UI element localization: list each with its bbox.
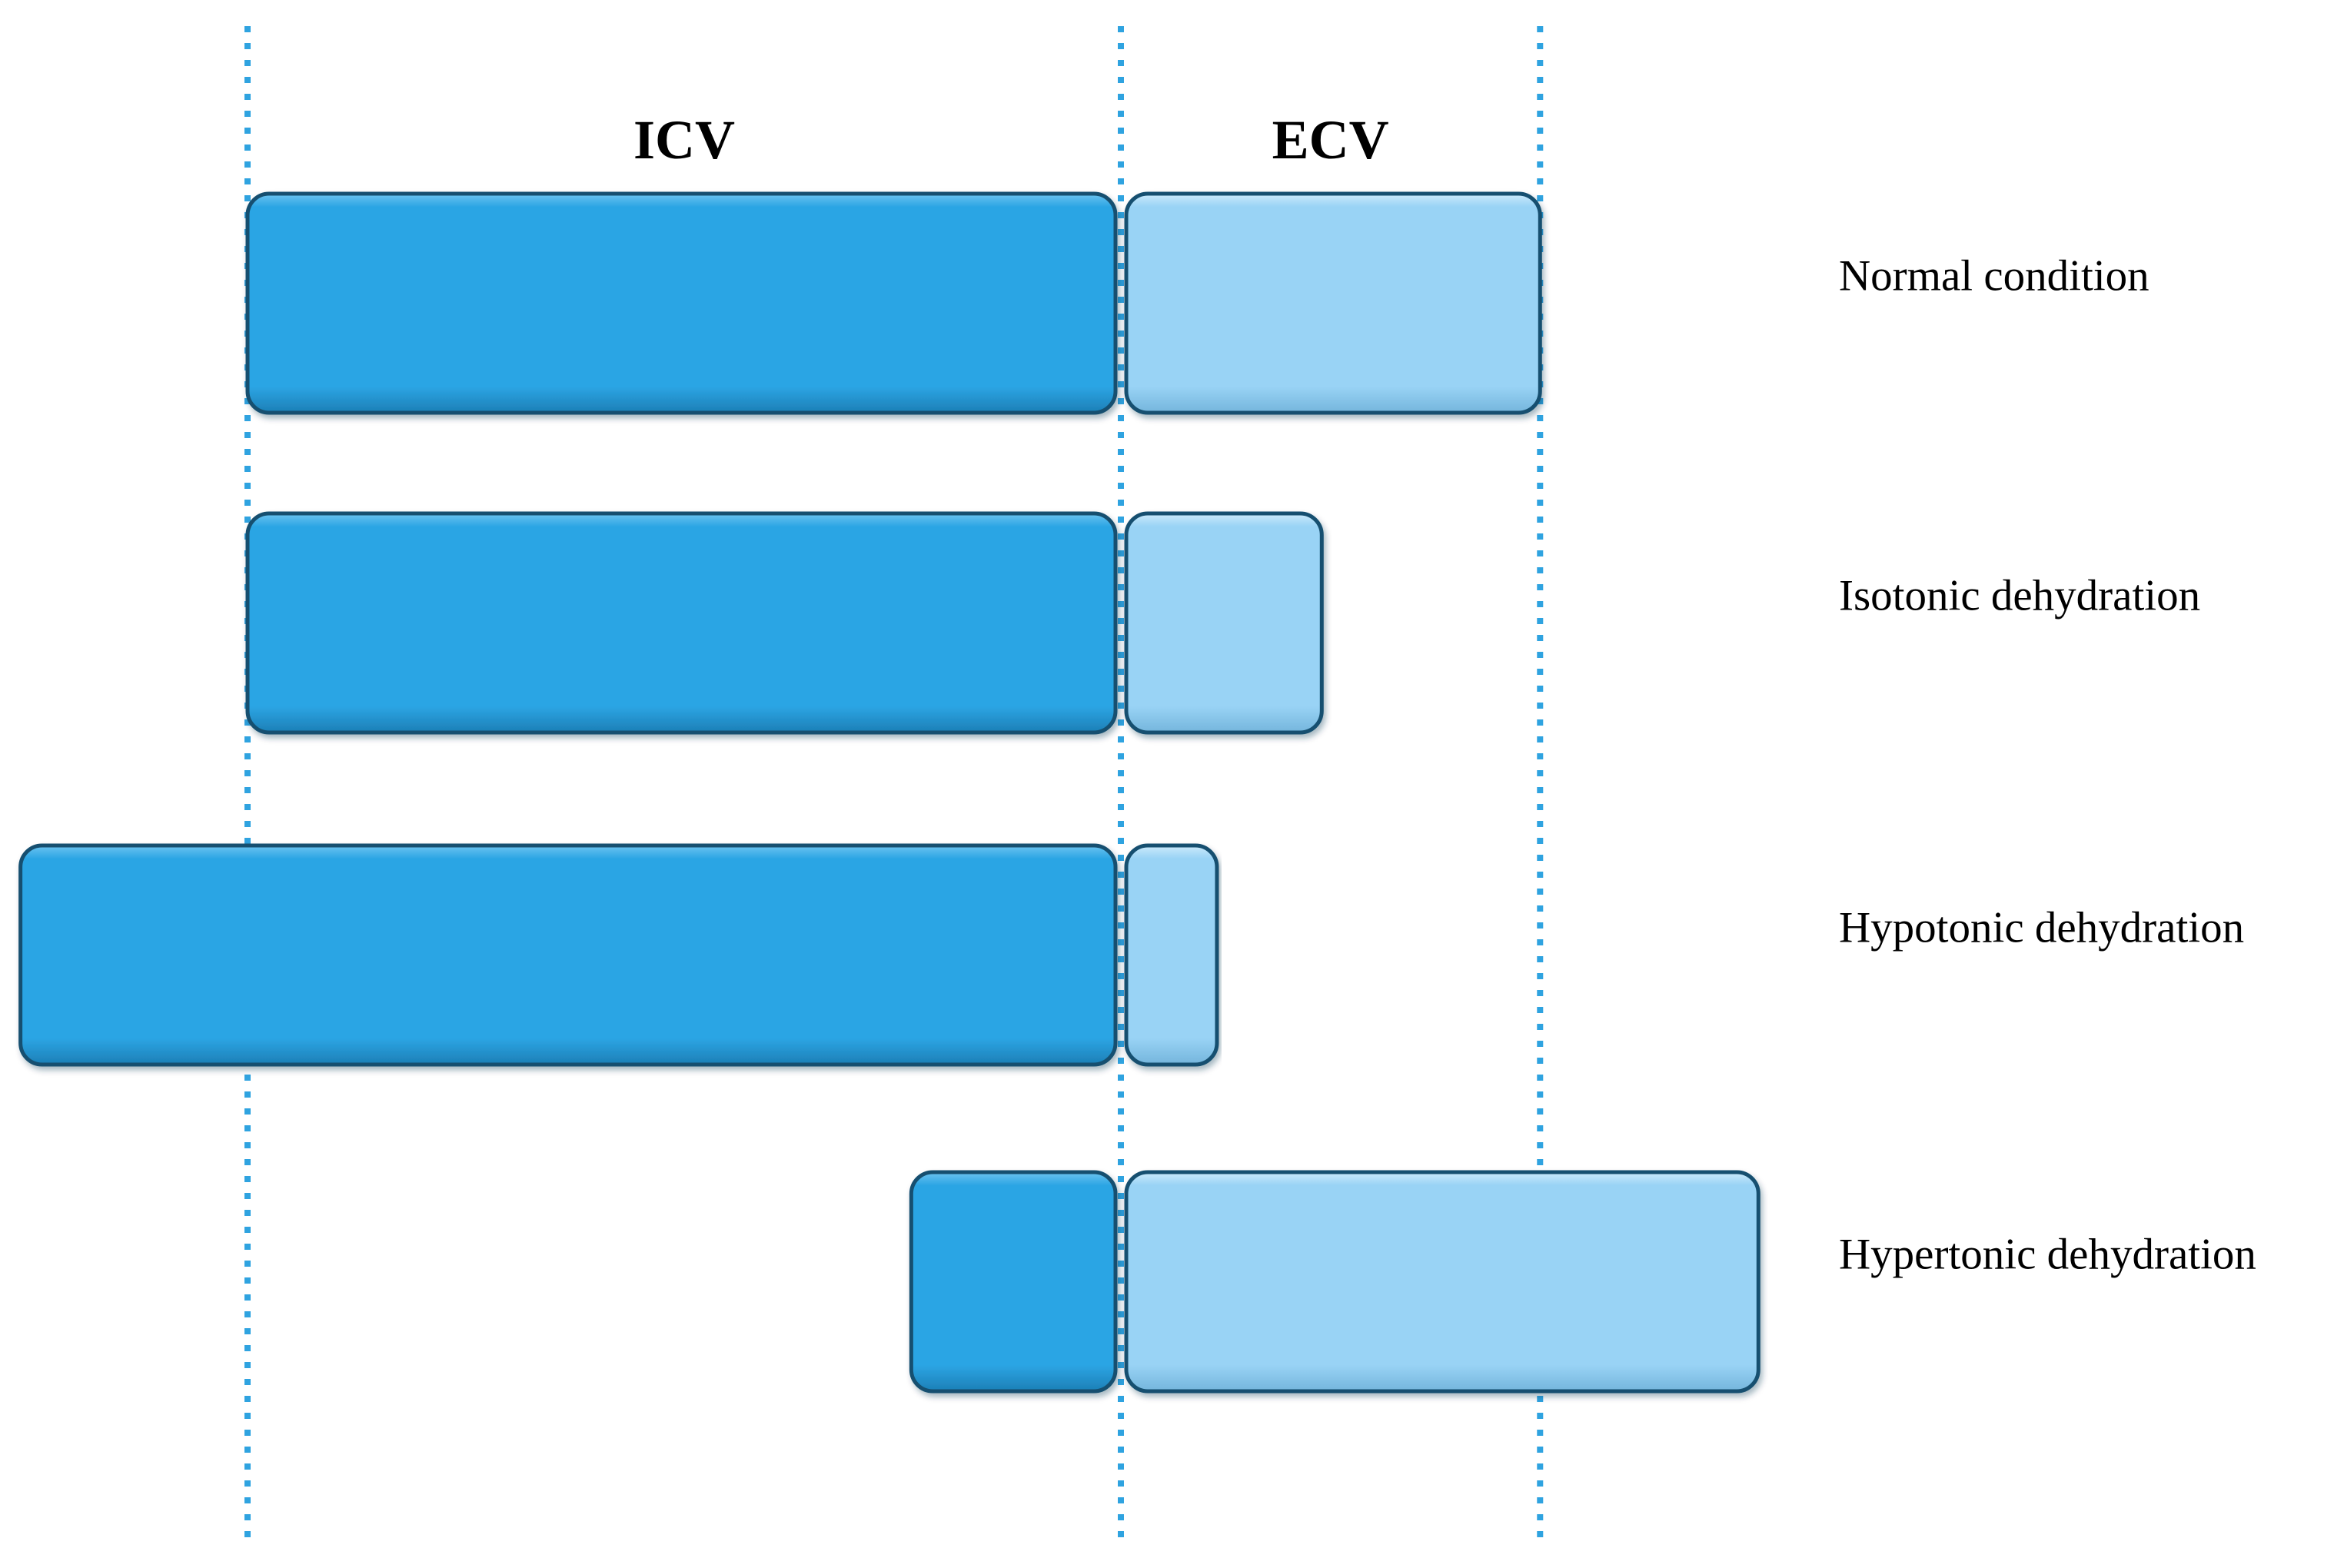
icv-bar bbox=[245, 191, 1118, 415]
ecv-header: ECV bbox=[1272, 109, 1389, 171]
ecv-bar bbox=[1124, 191, 1542, 415]
row-normal-condition: Normal condition bbox=[245, 191, 2149, 415]
icv-header: ICV bbox=[633, 109, 735, 171]
ecv-bar bbox=[1124, 511, 1324, 735]
row-hypotonic-dehydration: Hypotonic dehydration bbox=[18, 843, 2244, 1067]
row-label: Hypertonic dehydration bbox=[1839, 1231, 2256, 1279]
row-hypertonic-dehydration: Hypertonic dehydration bbox=[909, 1170, 2256, 1394]
row-isotonic-dehydration: Isotonic dehydration bbox=[245, 511, 2200, 735]
ecv-bar bbox=[1124, 1170, 1760, 1394]
icv-bar bbox=[909, 1170, 1118, 1394]
row-label: Hypotonic dehydration bbox=[1839, 904, 2244, 952]
icv-bar bbox=[18, 843, 1118, 1067]
ecv-bar bbox=[1124, 843, 1219, 1067]
icv-bar bbox=[245, 511, 1118, 735]
row-label: Normal condition bbox=[1839, 252, 2149, 301]
row-label: Isotonic dehydration bbox=[1839, 572, 2200, 620]
